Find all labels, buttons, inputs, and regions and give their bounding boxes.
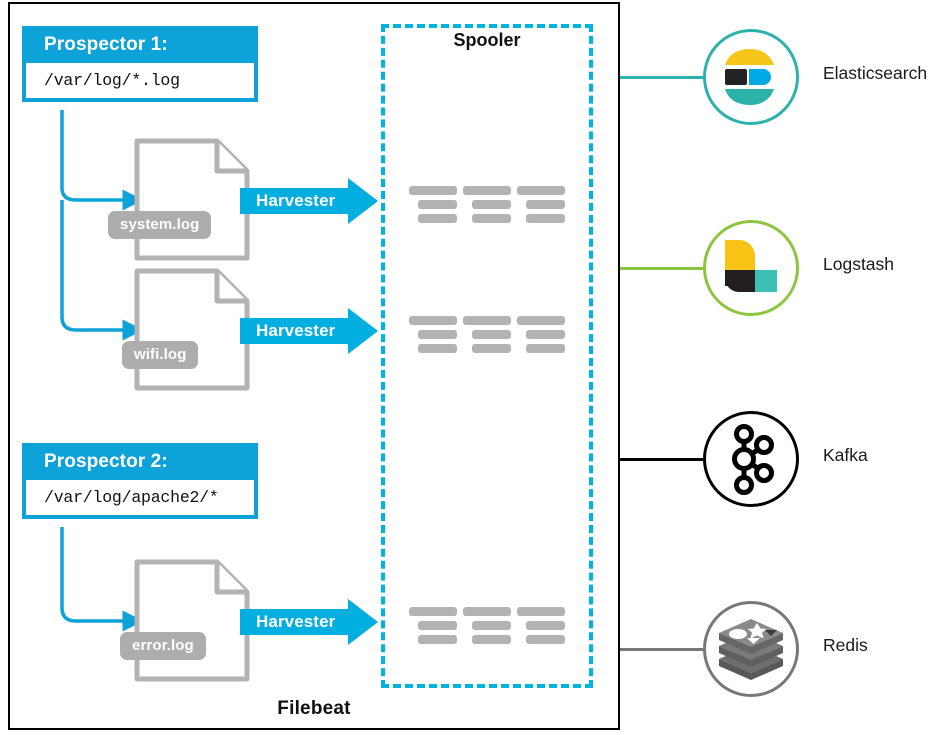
spooler-bar-column	[409, 607, 457, 649]
document-icon	[134, 138, 250, 261]
spooler-bar	[463, 607, 511, 616]
harvester-2-label: Harvester	[256, 321, 336, 340]
kafka-logo-icon	[732, 424, 774, 495]
spooler-bar	[526, 344, 565, 353]
spooler-region	[381, 24, 593, 688]
harvester-2[interactable]: Harvester	[240, 308, 378, 359]
spooler-bars-group-3	[409, 607, 565, 649]
harvester-1-label: Harvester	[256, 191, 336, 210]
spooler-bar	[472, 344, 511, 353]
logstash-logo-icon	[725, 240, 777, 292]
spooler-bar-column	[463, 607, 511, 649]
harvester-arrow-icon	[240, 308, 378, 354]
spooler-bar	[526, 200, 565, 209]
connector-logstash	[620, 267, 704, 270]
spooler-bar	[472, 214, 511, 223]
spooler-bar	[526, 635, 565, 644]
spooler-bars-group-2	[409, 316, 565, 358]
filebeat-label: Filebeat	[277, 698, 351, 719]
spooler-bar	[418, 621, 457, 630]
log-file-wifi-log[interactable]: wifi.log	[122, 267, 251, 397]
spooler-bar	[517, 186, 565, 195]
connector-elasticsearch	[620, 76, 704, 79]
spooler-bar	[463, 186, 511, 195]
prospector-2-box[interactable]: Prospector 2: /var/log/apache2/*	[22, 443, 258, 519]
spooler-bar-column	[517, 316, 565, 358]
prospector-1-path: /var/log/*.log	[26, 63, 254, 98]
log-file-badge-system-log: system.log	[108, 211, 212, 239]
prospector-2-path: /var/log/apache2/*	[26, 480, 254, 515]
harvester-3-label: Harvester	[256, 612, 336, 631]
output-label-kafka: Kafka	[823, 445, 868, 465]
spooler-bar-column	[409, 186, 457, 228]
spooler-bar	[517, 316, 565, 325]
redis-logo-icon	[719, 619, 783, 680]
connector-redis	[620, 648, 704, 651]
harvester-3[interactable]: Harvester	[240, 599, 378, 650]
connector-kafka	[620, 458, 704, 461]
elasticsearch-logo-icon	[725, 49, 774, 105]
document-icon	[134, 559, 250, 682]
logstash-circle	[703, 220, 799, 316]
spooler-bar	[418, 200, 457, 209]
harvester-1[interactable]: Harvester	[240, 178, 378, 229]
spooler-bar	[418, 330, 457, 339]
spooler-bar	[526, 330, 565, 339]
spooler-bar	[418, 635, 457, 644]
spooler-bars-group-1	[409, 186, 565, 228]
spooler-bar	[472, 621, 511, 630]
harvester-arrow-icon	[240, 599, 378, 645]
prospector-1-title: Prospector 1:	[44, 34, 168, 55]
log-file-badge-error-log: error.log	[120, 632, 206, 660]
spooler-bar	[472, 330, 511, 339]
spooler-bar-column	[517, 607, 565, 649]
log-file-error-log[interactable]: error.log	[120, 558, 251, 688]
spooler-bar	[517, 607, 565, 616]
spooler-bar	[526, 621, 565, 630]
log-file-badge-wifi-log: wifi.log	[122, 341, 199, 369]
output-label-elasticsearch: Elasticsearch	[823, 63, 928, 83]
output-label-logstash: Logstash	[823, 254, 895, 274]
spooler-bar	[526, 214, 565, 223]
spooler-bar-column	[463, 186, 511, 228]
prospector-2-title: Prospector 2:	[44, 451, 168, 472]
spooler-bar-column	[409, 316, 457, 358]
spooler-bar	[418, 344, 457, 353]
output-label-redis: Redis	[823, 635, 868, 655]
spooler-bar	[409, 607, 457, 616]
document-icon	[134, 268, 250, 391]
spooler-bar	[409, 316, 457, 325]
log-file-system-log[interactable]: system.log	[108, 137, 251, 267]
spooler-bar	[463, 316, 511, 325]
spooler-bar	[409, 186, 457, 195]
spooler-bar	[472, 200, 511, 209]
spooler-bar-column	[463, 316, 511, 358]
spooler-bar	[418, 214, 457, 223]
harvester-arrow-icon	[240, 178, 378, 224]
spooler-label: Spooler	[453, 30, 521, 50]
spooler-bar-column	[517, 186, 565, 228]
prospector-1-box[interactable]: Prospector 1: /var/log/*.log	[22, 26, 258, 102]
spooler-bar	[472, 635, 511, 644]
